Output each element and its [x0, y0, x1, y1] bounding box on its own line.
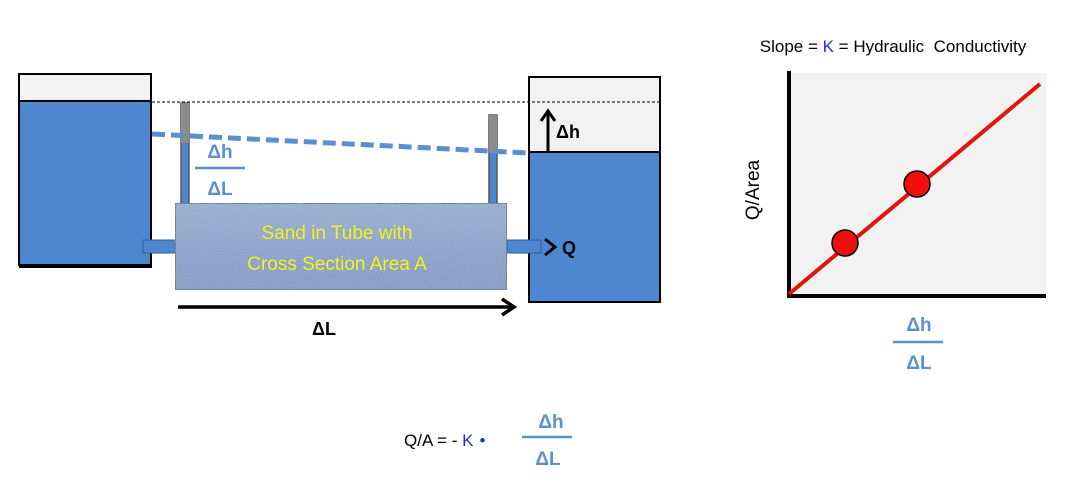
length-arrow [178, 297, 518, 317]
gradient-numerator: Δh [207, 142, 232, 163]
formula-denominator: ΔL [535, 449, 561, 470]
x-axis-label-numerator: Δh [906, 315, 931, 336]
formula-lhs: Q/A = - K • [404, 431, 485, 450]
sand-label-line2: Cross Section Area A [247, 254, 427, 275]
graph-title: Slope = K = Hydraulic Conductivity [760, 37, 1027, 56]
x-axis-label-denominator: ΔL [906, 353, 932, 374]
flow-label: Q [562, 238, 576, 258]
sand-label-line1: Sand in Tube with [261, 223, 412, 244]
data-point [831, 229, 859, 257]
hydraulic-gradient-line [151, 131, 530, 156]
gradient-denominator: ΔL [207, 179, 233, 200]
formula-k: K [462, 431, 474, 450]
right-piezometer-empty [489, 115, 497, 153]
flow-arrow-icon [544, 237, 558, 257]
formula-lhs-text: Q/A = - [404, 431, 462, 450]
graph-title-prefix: Slope = [760, 37, 823, 56]
left-reservoir [18, 73, 152, 268]
graph-title-suffix: = Hydraulic Conductivity [834, 37, 1027, 56]
head-difference-label: Δh [556, 122, 580, 142]
outlet-pipe [506, 239, 542, 254]
y-axis-label: Q/Area [743, 159, 764, 220]
inlet-pipe [142, 239, 177, 254]
head-difference-arrow [539, 108, 557, 152]
data-point [903, 170, 931, 198]
formula-dot: • [479, 431, 485, 450]
left-piezometer-empty [181, 103, 189, 143]
right-reservoir [528, 76, 661, 303]
formula-numerator: Δh [538, 412, 563, 433]
graph-title-k: K [823, 37, 835, 56]
length-label: ΔL [312, 319, 336, 339]
sand-tube [174, 202, 508, 291]
